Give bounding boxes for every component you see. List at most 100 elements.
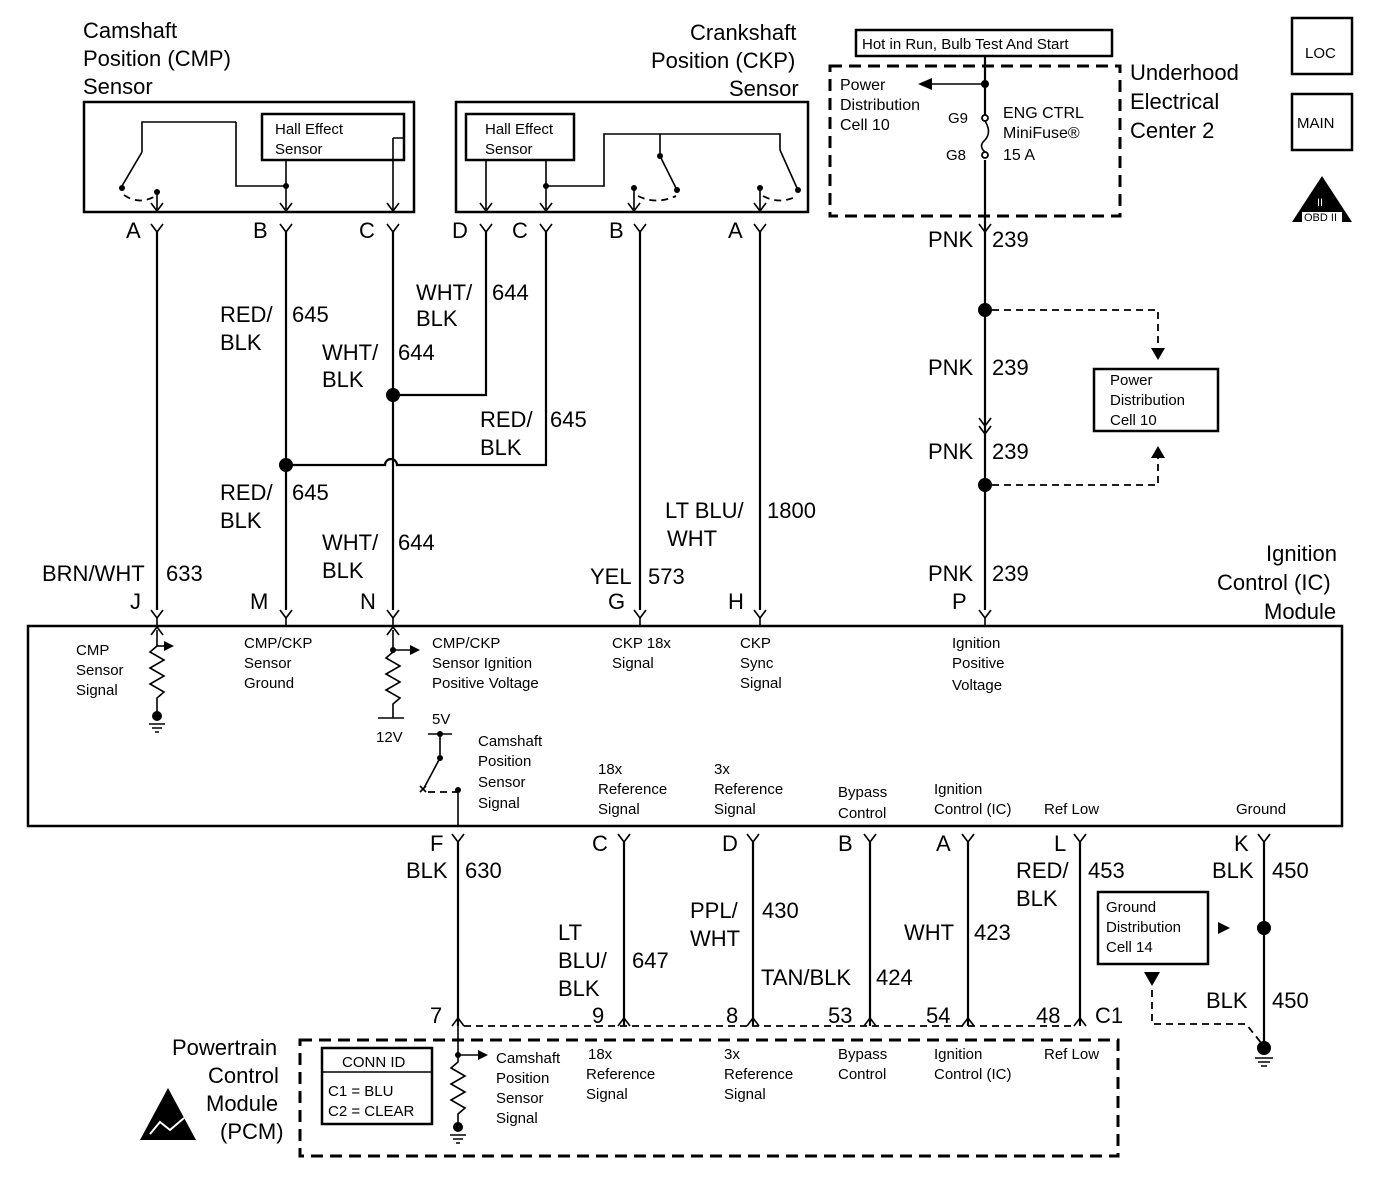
ckp-hall-label-1: Hall Effect [485, 121, 554, 138]
ckp-sensor: Crankshaft Position (CKP) Sensor Hall Ef… [452, 20, 810, 243]
ckp-hall-wires [485, 160, 547, 210]
cmp-switch-link [123, 194, 158, 202]
pcm-bypass-label-1: Bypass [838, 1046, 887, 1063]
tan-blk-label: TAN/BLK [761, 965, 851, 990]
brn-wht-label: BRN/WHT [42, 561, 145, 586]
pcm-pin-54: 54 [926, 1003, 950, 1028]
pnk-label-3: PNK [928, 439, 974, 464]
pnk-dash-from-cell [992, 455, 1159, 486]
ic-pin-b: B [838, 831, 853, 856]
cam-signal-label-1: Camshaft [478, 733, 543, 750]
ic-ground-label-2: Sensor [244, 655, 292, 672]
pnk-239-connector-top [978, 223, 992, 234]
ckp-out-wires [633, 188, 761, 210]
main-icon-text: MAIN [1297, 115, 1335, 132]
pcm-cam-label-2: Position [496, 1070, 549, 1087]
loc-icon-text: LOC [1305, 45, 1336, 62]
pcm-connector-marks [451, 1016, 1087, 1027]
underhood-label-1: Underhood [1130, 60, 1239, 85]
ic-pin-c: C [592, 831, 608, 856]
wht-blk-label-3a: WHT/ [322, 530, 379, 555]
ckp-switch2-blade [779, 149, 798, 189]
cmp-pullup-resistor [148, 630, 166, 712]
underhood-label-2: Electrical [1130, 89, 1219, 114]
ic-title-1: Ignition [1266, 541, 1337, 566]
ckp-sensor-title-2: Position (CKP) [651, 48, 795, 73]
ppl-wht-label-b: WHT [690, 926, 740, 951]
pcm-cam-arrow [478, 1050, 488, 1060]
voltage-label-3: Positive Voltage [432, 675, 539, 692]
blk-450-splice [1257, 921, 1271, 935]
ic-bottom-connector-marks [451, 833, 1271, 844]
cmp-c-arrow [386, 202, 400, 213]
ic-module-frame [26, 624, 1344, 828]
pcm-pin-53: 53 [828, 1003, 852, 1028]
voltage-label-1: CMP/CKP [432, 635, 500, 652]
wht-blk-circuit-2: 644 [398, 340, 435, 365]
ckp-switch1-blade [659, 134, 677, 189]
power-dist-label-2: Distribution [1110, 392, 1185, 409]
pcm-ground-dot [453, 1122, 463, 1132]
cam-signal-label-4: Signal [478, 795, 520, 812]
ckp-hall-label-2: Sensor [485, 141, 533, 158]
red-blk-label-3a: RED/ [220, 480, 273, 505]
cmp-signal-entry [150, 625, 164, 636]
ic-ground-label-3: Ground [244, 675, 294, 692]
conn-id-title: CONN ID [342, 1054, 406, 1071]
pcm-ref3-label-2: Reference [724, 1066, 793, 1083]
ground-icon-2 [1255, 1057, 1273, 1067]
pnk-label-2: PNK [928, 355, 974, 380]
red-blk-label-1a: RED/ [220, 302, 273, 327]
pcm-cam-resistor [449, 1026, 467, 1124]
ic-pin-h: H [728, 589, 744, 614]
ckp-sensor-box [454, 100, 810, 214]
ckp-pin-a: A [728, 218, 743, 243]
ic-pin-a: A [936, 831, 951, 856]
g9-label: G9 [948, 110, 968, 127]
cmp-switch-blade [121, 151, 143, 187]
pnk-circuit-2: 239 [992, 355, 1029, 380]
wht-blk-label-2a: WHT/ [322, 340, 379, 365]
pcm-ic-label-1: Ignition [934, 1046, 982, 1063]
pcm-connector-c1: C1 [1095, 1003, 1123, 1028]
ground-dist-arrow-out [1144, 972, 1160, 986]
g8-terminal [981, 151, 989, 159]
pnk-inline-connector [978, 417, 992, 436]
main-icon[interactable]: MAIN [1290, 92, 1354, 152]
ground-dist-dash [1151, 990, 1263, 1045]
red-blk-circuit-1: 645 [292, 302, 329, 327]
fuse-label-1: ENG CTRL [1003, 105, 1084, 122]
pnk-splice-bottom [978, 478, 992, 492]
bypass-label-1: Bypass [838, 784, 887, 801]
esd-sensitive-icon[interactable] [140, 1088, 196, 1140]
ckp18-label-1: CKP 18x [612, 635, 671, 652]
cmp-sensor-title-1: Camshaft [83, 18, 177, 43]
pcm-outline [298, 1038, 1120, 1158]
ic-pin-p: P [952, 589, 967, 614]
ic-pin-g: G [608, 589, 625, 614]
fuse-label-3: 15 A [1003, 147, 1035, 164]
blk-450-label-2: BLK [1206, 988, 1248, 1013]
obd-ii-icon[interactable]: OBD II II [1292, 176, 1352, 224]
red-blk-label-1b: BLK [220, 330, 262, 355]
power-cell-arrowhead [918, 78, 932, 90]
ground-dist-label-2: Distribution [1106, 919, 1181, 936]
ground-dist-arrow-in [1218, 922, 1230, 934]
ppl-wht-label-a: PPL/ [690, 898, 739, 923]
loc-icon[interactable]: LOC [1290, 16, 1354, 76]
ref18-label-3: Signal [598, 801, 640, 818]
cmp-sensor-signal-1: CMP [76, 642, 109, 659]
wht-label: WHT [904, 920, 954, 945]
lt-blu-wht-label-a: LT BLU/ [665, 498, 745, 523]
ic-module: Ignition Control (IC) Module J M N G H P… [26, 541, 1344, 856]
red-blk-label-2a: RED/ [480, 407, 533, 432]
fuse-label-2: MiniFuse® [1003, 125, 1080, 142]
blk-630-circuit: 630 [465, 858, 502, 883]
cmp-switch-wire [141, 121, 236, 152]
wire-wht-blk-to-ckp [393, 232, 488, 397]
wht-blk-label-3b: BLK [322, 558, 364, 583]
pnk-label-1: PNK [928, 227, 974, 252]
lt-blu-blk-label-2: BLU/ [558, 948, 608, 973]
red-blk-label-2b: BLK [480, 435, 522, 460]
ic-label-1: Ignition [934, 781, 982, 798]
